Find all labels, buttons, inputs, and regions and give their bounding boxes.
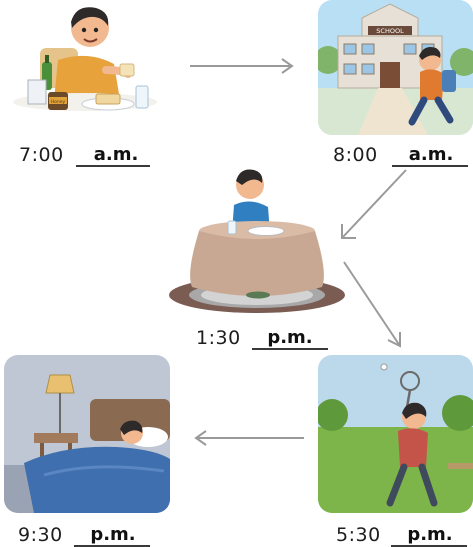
time-lunch: 1:30 bbox=[196, 327, 241, 349]
period-play: p.m. bbox=[394, 524, 466, 545]
period-sleep: p.m. bbox=[77, 524, 149, 545]
time-sleep: 9:30 bbox=[18, 524, 63, 546]
school-scene: SCHOOL bbox=[318, 0, 473, 135]
answer-line-play bbox=[391, 545, 467, 547]
time-text: 5:30 bbox=[336, 524, 381, 546]
answer-line-lunch bbox=[252, 348, 328, 350]
answer-line-breakfast bbox=[76, 165, 150, 167]
period-lunch: p.m. bbox=[254, 327, 326, 348]
time-text: 1:30 bbox=[196, 327, 241, 349]
period-breakfast: a.m. bbox=[80, 144, 152, 165]
honey-jar-label: Honey bbox=[51, 99, 66, 105]
time-breakfast: 7:00 bbox=[19, 144, 64, 166]
arrow-down-right-icon bbox=[340, 258, 406, 352]
sleep-scene bbox=[4, 355, 170, 513]
answer-line-sleep bbox=[74, 545, 150, 547]
lunch-scene bbox=[166, 155, 348, 315]
time-text: 9:30 bbox=[18, 524, 63, 546]
arrow-left-icon bbox=[192, 428, 308, 448]
play-scene bbox=[318, 355, 473, 513]
time-text: 7:00 bbox=[19, 144, 64, 166]
breakfast-scene: Honey bbox=[10, 0, 160, 135]
arrow-right-icon bbox=[188, 56, 298, 76]
school-sign: SCHOOL bbox=[376, 27, 404, 35]
period-school: a.m. bbox=[395, 144, 467, 165]
time-play: 5:30 bbox=[336, 524, 381, 546]
